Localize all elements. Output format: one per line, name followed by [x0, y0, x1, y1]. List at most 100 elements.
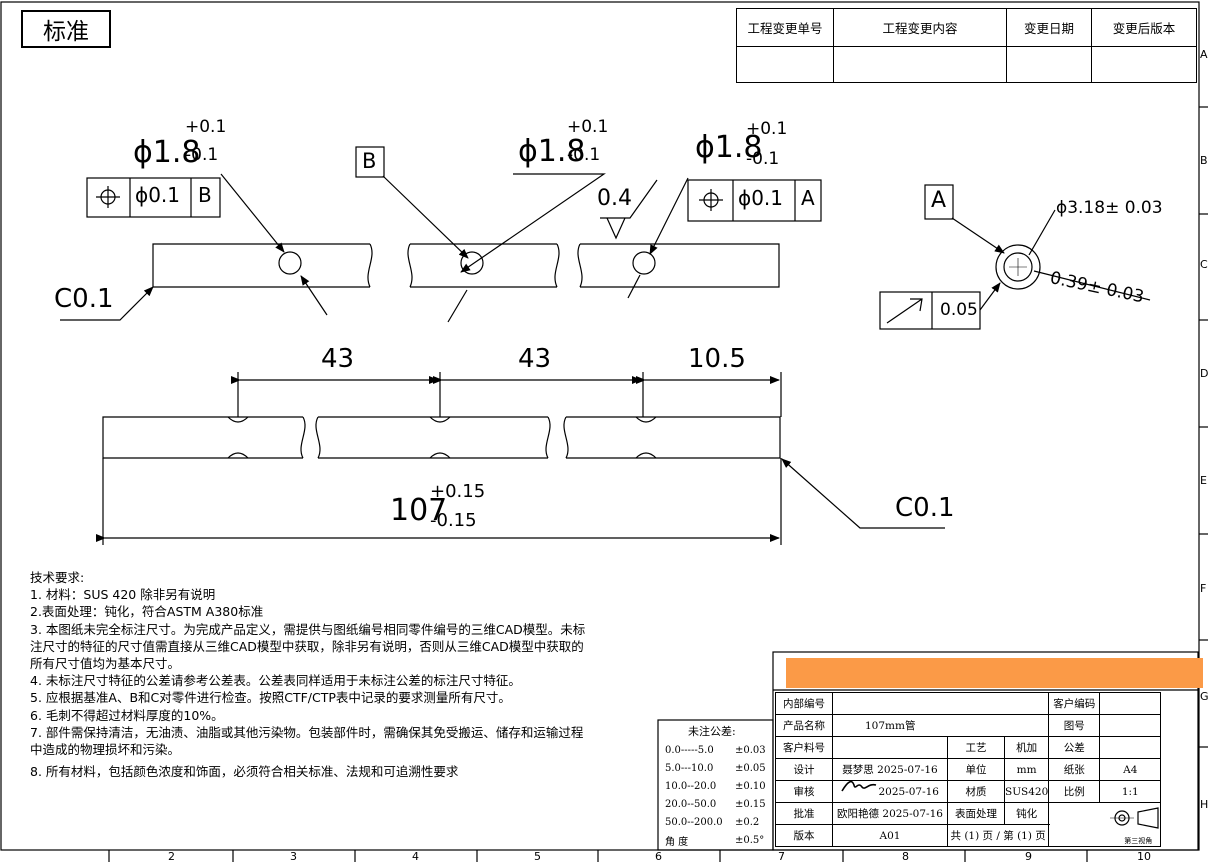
tol-value: ±0.2 [735, 816, 760, 828]
tol-plus-3: +0.1 [746, 119, 788, 139]
tol-range: 10.0--20.0 [665, 780, 717, 792]
zone-number: 9 [1025, 850, 1032, 862]
tb-label: 纸张 [1048, 758, 1101, 781]
tb-label: 客户料号 [775, 736, 833, 759]
fcf-datum-a: A [801, 186, 815, 210]
tol-value: ±0.05 [735, 762, 766, 774]
fcf-tol-b: ϕ0.1 [135, 183, 180, 207]
rev-header-date: 变更日期 [1006, 8, 1092, 47]
material-value: SUS420 [1003, 780, 1050, 803]
title-block: 内部编号 客户编码 产品名称 107mm管 图号 客户料号 工艺 机加 公差 设… [775, 692, 1162, 847]
tube-top-view [152, 243, 780, 288]
note-item: 7. 部件需保持清洁，无油渍、油脂或其他污染物。包装部件时，需确保其免受搬运、储… [30, 724, 584, 758]
surface-value: 钝化 [1003, 802, 1050, 825]
chamfer-top: C0.1 [54, 284, 114, 314]
length-43-a: 43 [321, 344, 355, 374]
tb-label: 单位 [947, 758, 1005, 781]
tol-minus-3: -0.1 [746, 149, 780, 169]
zone-number: 4 [412, 850, 419, 862]
technical-notes: 技术要求: 1. 材料：SUS 420 除非另有说明 2.表面处理：钝化，符合A… [30, 569, 590, 780]
unit-value: mm [1003, 758, 1050, 781]
tube-section-view [995, 244, 1041, 290]
tol-minus-1: -0.1 [185, 145, 219, 165]
tb-value [831, 692, 1050, 715]
tol-range: 0.0-----5.0 [665, 744, 714, 756]
zone-letter: B [1200, 154, 1208, 167]
tb-label: 比例 [1048, 780, 1101, 803]
note-item: 1. 材料：SUS 420 除非另有说明 [30, 587, 216, 603]
page-count: 共 (1) 页 / 第 (1) 页 [946, 824, 1050, 847]
paper-value: A4 [1099, 758, 1162, 781]
sheet-border [0, 1, 1200, 851]
notes-title: 技术要求: [30, 570, 85, 585]
rev-header-version: 变更后版本 [1091, 8, 1197, 47]
version-value: A01 [832, 824, 948, 847]
projection-label: 第三视角 [1124, 837, 1153, 845]
tolerance-title: 未注公差: [688, 725, 736, 738]
tb-label: 批准 [775, 802, 833, 825]
tb-label: 产品名称 [775, 714, 833, 737]
overall-tol-minus: -0.15 [430, 510, 477, 531]
tb-label: 表面处理 [947, 802, 1005, 825]
rev-header-content: 工程变更内容 [833, 8, 1007, 47]
revision-table: 工程变更单号 工程变更内容 变更日期 变更后版本 [736, 8, 1197, 83]
overall-tol-plus: +0.15 [430, 481, 486, 502]
tol-plus-2: +0.1 [567, 117, 609, 137]
tb-label: 图号 [1048, 714, 1101, 737]
note-item: 4. 未标注尺寸特征的公差请参考公差表。公差表同样适用于未标注公差的标注尺寸特征… [30, 673, 521, 689]
tb-label: 公差 [1048, 736, 1101, 759]
length-10-5: 10.5 [688, 344, 746, 374]
zone-number: 6 [655, 850, 662, 862]
outer-diameter: ϕ3.18± 0.03 [1056, 198, 1163, 218]
rev-header-no: 工程变更单号 [736, 8, 834, 47]
tol-value: ±0.15 [735, 798, 766, 810]
rev-cell [1091, 46, 1197, 83]
tol-range: 50.0--200.0 [665, 816, 723, 828]
zone-letter: D [1200, 367, 1208, 380]
tb-label: 审核 [775, 780, 833, 803]
tol-range: 20.0--50.0 [665, 798, 717, 810]
zone-letter: E [1200, 474, 1207, 487]
rev-cell [833, 46, 1007, 83]
highlight-bar [786, 658, 1203, 688]
tb-value [832, 736, 948, 759]
overall-length: 107 [390, 493, 448, 528]
tol-value: ±0.03 [735, 744, 766, 756]
tb-label: 客户编码 [1048, 692, 1101, 715]
zone-number: 2 [168, 850, 175, 862]
tb-value [1099, 692, 1162, 715]
tol-range: 角 度 [665, 836, 689, 848]
zone-letter: G [1200, 690, 1208, 703]
chamfer-side: C0.1 [895, 493, 955, 523]
roughness-value: 0.4 [597, 186, 632, 211]
zone-number: 10 [1137, 850, 1151, 862]
tol-minus-2: -0.1 [567, 145, 601, 165]
dia-text-1: ϕ1.8 [133, 135, 201, 170]
process-value: 机加 [1003, 736, 1050, 759]
tolerance-table: 0.0-----5.0 ±0.03 5.0---10.0 ±0.05 10.0--2… [661, 741, 766, 849]
tb-label: 内部编号 [775, 692, 833, 715]
zone-number: 7 [778, 850, 785, 862]
rev-cell [736, 46, 834, 83]
product-name: 107mm管 [831, 714, 1050, 737]
datum-b-label: B [362, 149, 377, 173]
note-item: 3. 本图纸未完全标注尺寸。为完成产品定义，需提供与图纸编号相同零件编号的三维C… [30, 621, 586, 672]
tb-value [1099, 736, 1162, 759]
tol-range: 5.0---10.0 [665, 762, 714, 774]
dia-text-3: ϕ1.8 [695, 130, 763, 165]
length-43-b: 43 [518, 344, 552, 374]
scale-value: 1:1 [1099, 780, 1162, 803]
tb-value [1099, 714, 1162, 737]
note-item: 5. 应根据基准A、B和C对零件进行检查。按照CTF/CTP表中记录的要求测量所… [30, 690, 511, 706]
tol-value: ±0.10 [735, 780, 766, 792]
tb-label: 工艺 [947, 736, 1005, 759]
tube-side-view [102, 416, 781, 459]
note-item: 8. 所有材料，包括颜色浓度和饰面，必须符合相关标准、法规和可追溯性要求 [30, 764, 459, 780]
tol-value: ±0.5° [735, 834, 765, 846]
approve-value: 欧阳艳德 2025-07-16 [832, 802, 948, 825]
rev-cell [1006, 46, 1092, 83]
zone-number: 5 [534, 850, 541, 862]
zone-letter: C [1200, 258, 1208, 271]
fcf-tol-a: ϕ0.1 [738, 186, 783, 210]
